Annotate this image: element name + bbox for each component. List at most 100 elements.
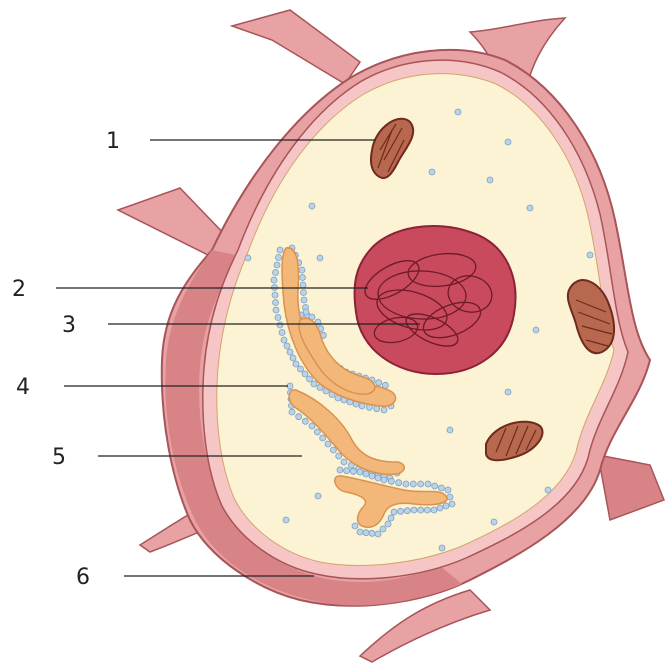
er-ribosome-dot: [299, 267, 305, 273]
er-ribosome-dot: [411, 507, 417, 513]
er-ribosome-dot: [398, 508, 404, 514]
er-ribosome-dot: [303, 309, 309, 315]
er-ribosome-dot: [403, 481, 409, 487]
er-ribosome-dot: [418, 481, 424, 487]
er-ribosome-dot: [381, 407, 387, 413]
ribosome-dot: [439, 545, 445, 551]
er-ribosome-dot: [424, 507, 430, 513]
er-ribosome-dot: [363, 471, 369, 477]
ribosome-dot: [505, 139, 511, 145]
er-ribosome-dot: [275, 315, 281, 321]
er-ribosome-dot: [277, 247, 283, 253]
wall-flap-top-left: [232, 10, 360, 84]
er-ribosome-dot: [311, 381, 317, 387]
ribosome-dot: [487, 177, 493, 183]
er-ribosome-dot: [300, 275, 306, 281]
wall-flap-left: [118, 188, 228, 258]
er-ribosome-dot: [287, 349, 293, 355]
er-ribosome-dot: [375, 531, 381, 537]
label-6-text: 6: [76, 565, 90, 590]
er-ribosome-dot: [330, 447, 336, 453]
er-ribosome-dot: [273, 270, 279, 276]
er-ribosome-dot: [425, 481, 431, 487]
er-ribosome-dot: [273, 307, 279, 313]
er-ribosome-dot: [274, 262, 280, 268]
er-ribosome-dot: [344, 468, 350, 474]
er-ribosome-dot: [375, 475, 381, 481]
label-4-text: 4: [16, 375, 30, 400]
er-ribosome-dot: [281, 337, 287, 343]
er-ribosome-dot: [369, 473, 375, 479]
ribosome-dot: [587, 252, 593, 258]
ribosome-dot: [245, 255, 251, 261]
ribosome-dot: [309, 203, 315, 209]
er-ribosome-dot: [276, 255, 282, 261]
er-ribosome-dot: [271, 277, 277, 283]
er-ribosome-dot: [320, 435, 326, 441]
er-ribosome-dot: [381, 477, 387, 483]
ribosome-dot: [505, 389, 511, 395]
ribosome-dot: [533, 327, 539, 333]
er-ribosome-dot: [296, 414, 302, 420]
er-ribosome-dot: [352, 523, 358, 529]
er-ribosome-dot: [301, 290, 307, 296]
er-ribosome-dot: [404, 508, 410, 514]
er-ribosome-dot: [289, 409, 295, 415]
er-ribosome-dot: [357, 529, 363, 535]
er-ribosome-dot: [341, 459, 347, 465]
er-ribosome-dot: [363, 530, 369, 536]
er-ribosome-dot: [314, 429, 320, 435]
wall-flap-right: [598, 455, 664, 520]
ribosome-dot: [545, 487, 551, 493]
ribosome-dot: [315, 493, 321, 499]
er-ribosome-dot: [443, 503, 449, 509]
er-ribosome-dot: [293, 361, 299, 367]
er-ribosome-dot: [290, 355, 296, 361]
er-ribosome-dot: [357, 469, 363, 475]
er-ribosome-dot: [300, 282, 306, 288]
ribosome-dot: [491, 519, 497, 525]
er-ribosome-dot: [431, 507, 437, 513]
er-ribosome-dot: [449, 501, 455, 507]
er-ribosome-dot: [302, 371, 308, 377]
er-ribosome-dot: [298, 366, 304, 372]
label-2-text: 2: [12, 277, 26, 302]
er-ribosome-dot: [447, 494, 453, 500]
er-ribosome-dot: [350, 468, 356, 474]
ribosome-dot: [317, 255, 323, 261]
ribosome-dot: [527, 205, 533, 211]
er-ribosome-dot: [410, 481, 416, 487]
er-ribosome-dot: [418, 507, 424, 513]
er-ribosome-dot: [279, 330, 285, 336]
er-ribosome-dot: [277, 322, 283, 328]
er-ribosome-dot: [396, 480, 402, 486]
er-ribosome-dot: [301, 297, 307, 303]
er-ribosome-dot: [388, 515, 394, 521]
ribosome-dot: [283, 517, 289, 523]
er-ribosome-dot: [273, 300, 279, 306]
er-ribosome-dot: [325, 441, 331, 447]
er-ribosome-dot: [438, 485, 444, 491]
nucleus: [355, 226, 516, 374]
er-ribosome-dot: [376, 380, 382, 386]
er-ribosome-dot: [307, 376, 313, 382]
label-3-text: 3: [62, 313, 76, 338]
er-ribosome-dot: [437, 505, 443, 511]
ribosome-dot: [447, 427, 453, 433]
er-ribosome-dot: [302, 418, 308, 424]
er-ribosome-dot: [388, 478, 394, 484]
ribosome-dot: [455, 109, 461, 115]
er-ribosome-dot: [336, 453, 342, 459]
label-1-text: 1: [106, 129, 120, 154]
ribosome-dot: [429, 169, 435, 175]
er-ribosome-dot: [385, 521, 391, 527]
er-ribosome-dot: [380, 526, 386, 532]
er-ribosome-dot: [432, 483, 438, 489]
er-ribosome-dot: [445, 487, 451, 493]
er-ribosome-dot: [284, 343, 290, 349]
er-ribosome-dot: [337, 467, 343, 473]
label-5-text: 5: [52, 445, 66, 470]
er-ribosome-dot: [391, 509, 397, 515]
er-ribosome-dot: [272, 292, 278, 298]
